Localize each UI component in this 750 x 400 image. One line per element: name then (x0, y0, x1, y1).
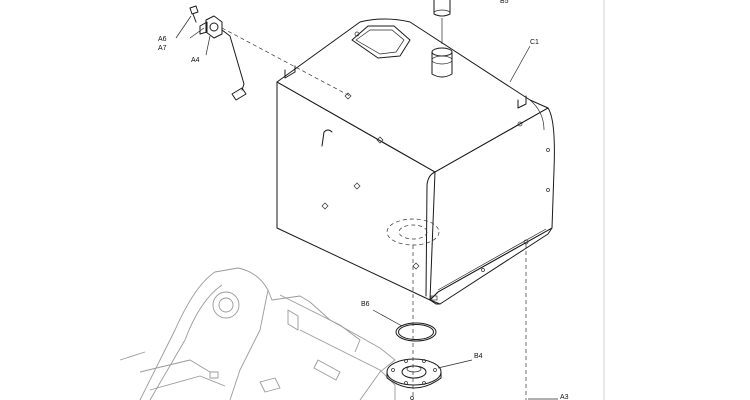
machine-frame-ghost (119, 267, 396, 400)
sender-flange (386, 358, 442, 400)
callout-labels: A6 A7 A4 C1 B6 B4 A3 B5 (158, 0, 569, 400)
callout-C1: C1 (530, 39, 539, 46)
callout-A6: A6 (158, 36, 167, 43)
callout-A3: A3 (560, 394, 569, 400)
fuel-tank (276, 0, 555, 305)
callout-A4: A4 (191, 57, 200, 64)
alignment-lines (221, 18, 527, 400)
gasket (395, 322, 437, 342)
callout-B4: B4 (474, 353, 483, 360)
callout-B6: B6 (361, 301, 370, 308)
fuel-sender-assembly (189, 5, 247, 101)
callout-A7: A7 (158, 45, 167, 52)
leader-lines (175, 15, 558, 400)
callout-B5: B5 (500, 0, 509, 5)
